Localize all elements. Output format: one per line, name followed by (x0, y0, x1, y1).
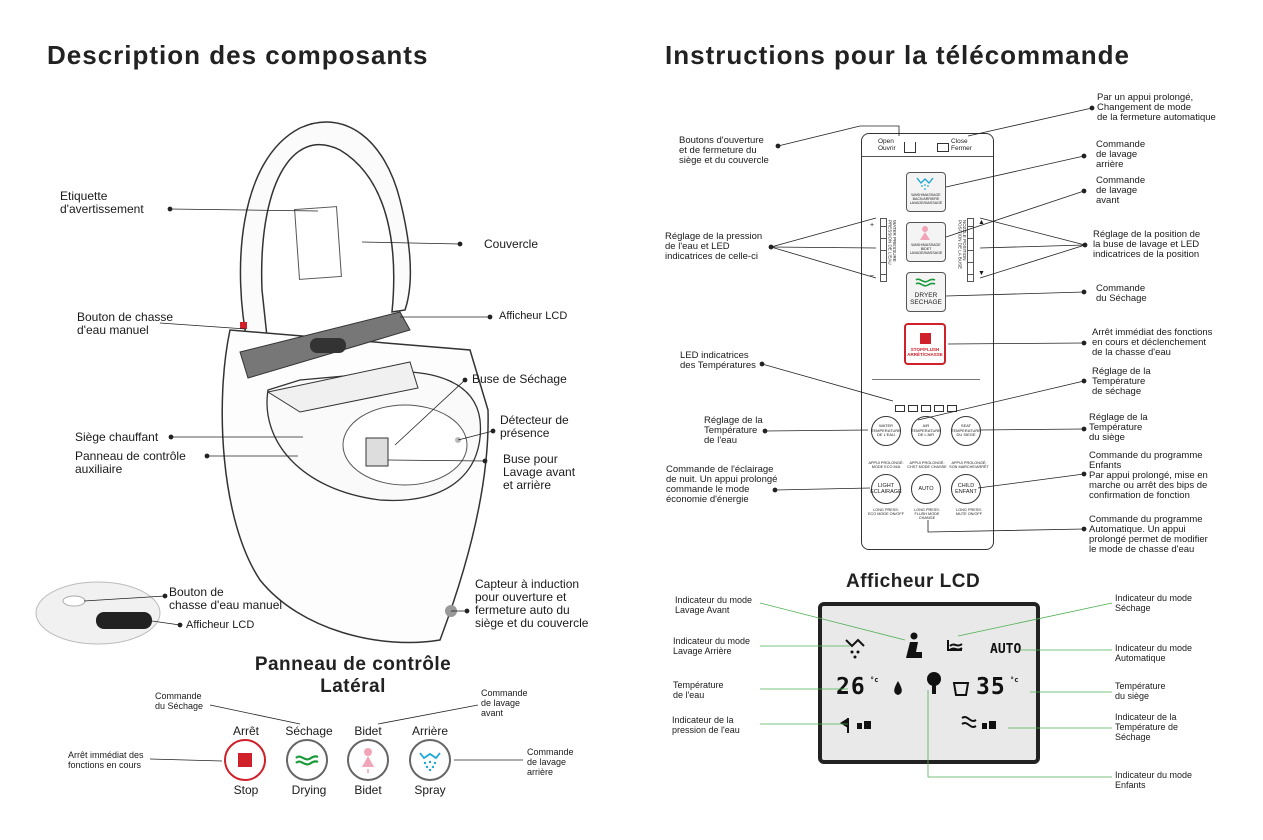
side-btn-spray-top: Arrière (411, 724, 448, 738)
drying-icon (915, 278, 936, 287)
panel-label-lavage-avant: Commande de lavage avant (481, 688, 528, 718)
close-lid-icon (937, 143, 949, 152)
side-drying-button[interactable] (286, 739, 328, 781)
right-title: Instructions pour la télécommande (665, 40, 1130, 70)
label-buse-lavage: Buse pour Lavage avant et arrière (503, 452, 576, 492)
lcd-label-temp-sechage: Indicateur de la Température de Séchage (1115, 712, 1179, 742)
lcd-water-temp: 26 (836, 674, 866, 700)
remote-light-button[interactable]: LIGHT ECLAIRAGE (870, 474, 902, 504)
label-bouton-chasse-inset: Bouton de chasse d'eau manuel (169, 585, 283, 612)
label-enfants: Commande du programme Enfants Par appui … (1089, 450, 1208, 501)
remote-air-temp-button[interactable]: AIR TEMPERATURE DE L'AIR (911, 416, 941, 446)
lcd-label-lavage-avant: Indicateur du mode Lavage Avant (675, 595, 753, 615)
label-afficheur-inset: Afficheur LCD (186, 619, 255, 631)
panel-label-lavage-arriere: Commande de lavage arrière (527, 747, 574, 777)
side-btn-stop-top: Arrêt (232, 724, 259, 738)
side-spray-button[interactable] (409, 739, 451, 781)
label-reglage-position: Réglage de la position de la buse de lav… (1093, 229, 1201, 260)
label-eclairage: Commande de l'éclairage de nuit. Un appu… (666, 464, 778, 505)
label-buse-sechage: Buse de Séchage (472, 372, 567, 386)
lcd-label-temp-eau: Température de l'eau (673, 680, 724, 700)
label-temp-sechage: Réglage de la Température de séchage (1092, 366, 1151, 397)
remote-stop-button[interactable]: STOP/FLUSH ARRÊT/CHASSE (904, 323, 946, 365)
label-temp-eau: Réglage de la Température de l'eau (704, 415, 763, 446)
position-leds (967, 218, 974, 282)
lcd-label-automatique: Indicateur du mode Automatique (1115, 643, 1193, 663)
side-btn-bidet-top: Bidet (354, 724, 382, 738)
remote-wash-front-button[interactable]: WASH/MASSAGE BIDET LAVAGE/MASSAGE (906, 222, 946, 262)
lcd-label-sechage: Indicateur du mode Séchage (1115, 593, 1193, 613)
lcd-auto: AUTO (990, 642, 1022, 657)
remote-child-button[interactable]: CHILD ENFANT (951, 474, 981, 504)
bidet-icon (362, 748, 374, 773)
side-bidet-button[interactable] (347, 739, 389, 781)
lcd-label-temp-siege: Température du siège (1115, 681, 1166, 701)
label-cmd-lavage-avant: Commande de lavage avant (1096, 175, 1146, 206)
label-detecteur: Détecteur de présence (500, 413, 569, 440)
bidet-icon (920, 226, 930, 240)
pressure-leds (880, 218, 887, 282)
lcd-label-enfants: Indicateur du mode Enfants (1115, 770, 1193, 790)
lcd-icons (840, 632, 996, 733)
label-cmd-sechage: Commande du Séchage (1096, 283, 1147, 304)
lcd-label-lavage-arriere: Indicateur du mode Lavage Arrière (673, 636, 751, 656)
remote-auto-button[interactable]: AUTO (911, 474, 941, 504)
label-afficheur: Afficheur LCD (499, 310, 568, 322)
label-led-temp: LED indicatrices des Températures (680, 350, 756, 371)
label-reglage-pression: Réglage de la pression de l'eau et LED i… (665, 231, 763, 262)
temperature-leds (895, 399, 957, 417)
remote-seat-temp-button[interactable]: SEAT TEMPERATURE DU SIEGE (951, 416, 981, 446)
label-temp-siege: Réglage de la Température du siège (1089, 412, 1148, 443)
arrow-up-icon[interactable]: ▲ (978, 219, 985, 226)
remote-control: Open Ouvrir Close Fermer + – WATER PRESS… (861, 133, 994, 550)
label-panneau-aux: Panneau de contrôle auxiliaire (75, 449, 186, 476)
remote-wash-back-button[interactable]: WASH/MASSAGE BACK/ARRIERE LAVAGE/MASSAGE (906, 172, 946, 212)
lcd-unit-2: °c (1010, 676, 1019, 684)
side-btn-bidet-bottom: Bidet (354, 783, 382, 797)
open-lid-icon (904, 142, 916, 153)
remote-close-button[interactable]: Close Fermer (935, 137, 985, 155)
label-couvercle: Couvercle (484, 237, 539, 251)
lcd-display: AUTO 26 °c 35 °c (818, 602, 1040, 764)
remote-water-temp-button[interactable]: WATER TEMPERATURE DE L'EAU (871, 416, 901, 446)
left-title: Description des composants (47, 40, 429, 70)
remote-dryer-button[interactable]: DRYER SECHAGE (906, 272, 946, 312)
panel-title: Panneau de contrôle Latéral (254, 654, 452, 697)
label-siege: Siège chauffant (75, 430, 159, 444)
arrow-down-icon[interactable]: ▼ (978, 270, 985, 277)
spray-icon (916, 177, 934, 190)
remote-open-button[interactable]: Open Ouvrir (876, 137, 922, 155)
side-btn-dry-top: Séchage (285, 724, 333, 738)
label-capteur: Capteur à induction pour ouverture et fe… (475, 577, 589, 630)
label-bouton-chasse: Bouton de chasse d'eau manuel (77, 310, 174, 337)
remote-position-label: NOZZLE POSITION POSITION DE LA BUSE (957, 220, 968, 270)
lcd-seat-temp: 35 (976, 674, 1006, 700)
stop-icon (920, 333, 931, 344)
label-appui-prolonge: Par un appui prolongé, Changement de mod… (1097, 92, 1216, 123)
remote-pressure-label: WATER PRESSURE PRESSION DE L'EAU (887, 220, 898, 265)
lcd-title: Afficheur LCD (846, 571, 981, 592)
side-btn-stop-bottom: Stop (233, 783, 259, 797)
stop-icon (238, 753, 252, 767)
label-boutons-ouverture: Boutons d'ouverture et de fermeture du s… (679, 135, 769, 166)
side-stop-button[interactable] (224, 739, 266, 781)
spray-icon (419, 752, 441, 772)
label-automatique: Commande du programme Automatique. Un ap… (1089, 514, 1208, 555)
side-btn-spray-bottom: Spray (414, 783, 446, 797)
label-etiquette: Etiquette d'avertissement (60, 189, 144, 216)
side-btn-dry-bottom: Drying (291, 783, 327, 797)
panel-label-sechage: Commande du Séchage (155, 691, 204, 711)
label-cmd-lavage-arriere: Commande de lavage arrière (1096, 139, 1146, 170)
label-arret-immediat: Arrêt immédiat des fonctions en cours et… (1092, 327, 1213, 358)
drying-icon (295, 755, 319, 766)
panel-label-arret: Arrêt immédiat des fonctions en cours (68, 750, 144, 770)
lcd-label-pression: Indicateur de la pression de l'eau (672, 715, 740, 735)
lcd-unit-1: °c (870, 676, 879, 684)
